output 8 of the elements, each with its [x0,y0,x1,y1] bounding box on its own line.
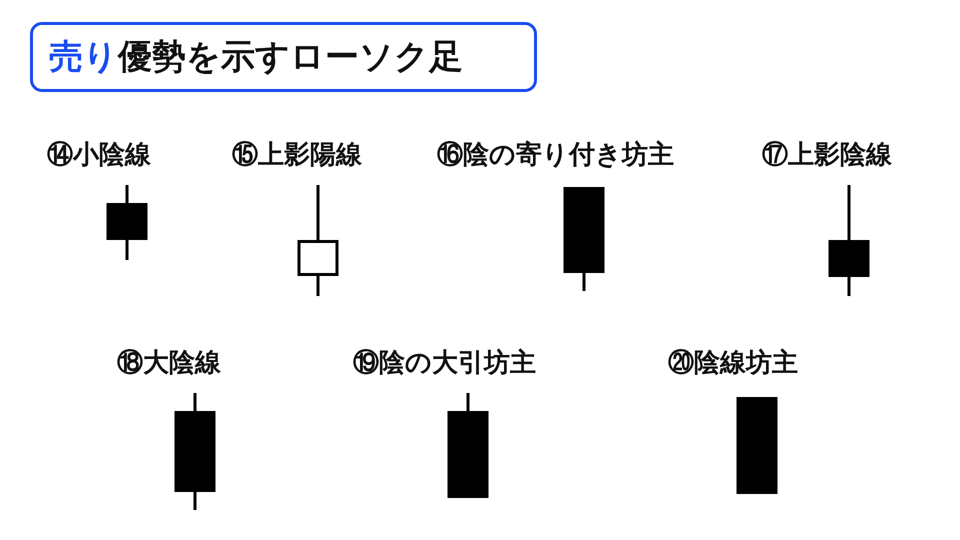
candle-label: ⑰上影陰線 [762,139,892,171]
candle-label: ⑭小陰線 [47,139,151,171]
candle-label: ⑳陰線坊主 [668,347,798,379]
candle-label: ⑲陰の大引坊主 [353,347,536,379]
title-box: 売り優勢を示すローソク足 [30,22,537,92]
candle-label: ⑮上影陽線 [232,139,362,171]
candle-label: ⑯陰の寄り付き坊主 [437,139,674,171]
candle-label: ⑱大陰線 [117,347,221,379]
